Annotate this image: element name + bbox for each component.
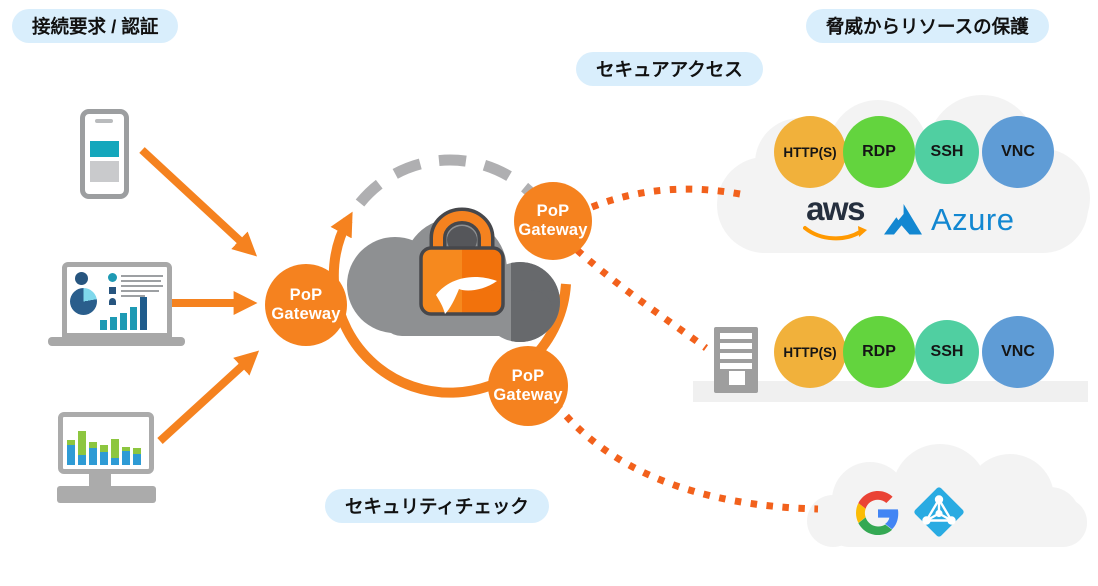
azure-logo: Azure	[884, 204, 1014, 235]
server-protocol-vnc: VNC	[982, 316, 1054, 388]
aws-logo-text: aws	[806, 190, 865, 227]
laptop-avatar-icon	[75, 272, 88, 285]
laptop-mini-icon	[109, 298, 116, 305]
cloud-protocol-rdp: RDP	[843, 116, 915, 188]
laptop-mini-icon	[108, 273, 117, 282]
server-protocol-ssh: SSH	[915, 320, 979, 384]
orange-arc-arrow	[328, 211, 353, 283]
device-arrows	[139, 147, 260, 444]
label-connection-auth-text: 接続要求 / 認証	[32, 16, 159, 37]
laptop-pie-chart-icon	[70, 288, 97, 315]
laptop-text-line	[121, 295, 145, 297]
laptop-text-line	[121, 275, 163, 277]
server-icon	[714, 327, 758, 393]
azure-logo-text: Azure	[931, 202, 1015, 237]
cloud-protocol-https: HTTP(S)	[774, 116, 846, 188]
desktop-stand	[89, 474, 111, 487]
smartphone-icon	[80, 109, 129, 199]
cloud-protocol-vnc: VNC	[982, 116, 1054, 188]
label-connection-auth: 接続要求 / 認証	[12, 9, 179, 43]
google-g-icon	[856, 491, 899, 535]
label-threat-protection: 脅威からリソースの保護	[806, 9, 1049, 43]
label-security-check-text: セキュリティチェック	[345, 496, 529, 517]
laptop-bar-chart-icon	[100, 297, 147, 330]
pop-gateway-left-line2: Gateway	[271, 305, 341, 323]
pop-gateway-bottom-line1: PoP	[511, 367, 545, 386]
label-secure-access-text: セキュアアクセス	[596, 59, 743, 80]
arrow-phone-to-gateway	[139, 147, 258, 257]
aws-smile-icon	[803, 226, 867, 241]
cloud-protocol-https-label: HTTP(S)	[783, 144, 837, 160]
swoosh-icon	[436, 277, 497, 314]
server-protocol-https-label: HTTP(S)	[783, 344, 837, 360]
cloud-protocol-rdp-label: RDP	[862, 143, 896, 160]
laptop-text-line	[121, 280, 161, 282]
label-secure-access: セキュアアクセス	[576, 52, 763, 86]
server-protocol-https: HTTP(S)	[774, 316, 846, 388]
server-shelf	[693, 381, 1088, 402]
pop-gateway-top-right-line1: PoP	[536, 202, 570, 221]
server-protocol-rdp: RDP	[843, 316, 915, 388]
desktop-bar-chart-icon	[67, 431, 141, 465]
server-slat	[720, 363, 752, 369]
padlock-icon	[419, 207, 505, 316]
server-slat	[720, 333, 752, 339]
pop-gateway-top-right: PoP Gateway	[514, 182, 592, 260]
azure-ad-icon	[914, 487, 964, 537]
arrow-desktop-to-gateway	[157, 350, 260, 444]
laptop-icon	[62, 262, 172, 338]
laptop-text-line	[121, 290, 159, 292]
secure-access-connectors	[553, 185, 819, 513]
server-door	[729, 371, 745, 385]
label-security-check: セキュリティチェック	[325, 489, 549, 523]
phone-screen-gray	[90, 161, 119, 182]
desktop-icon	[58, 412, 154, 474]
phone-screen-teal	[90, 141, 119, 157]
azure-triangle-icon	[884, 204, 922, 235]
aws-logo: aws	[800, 192, 870, 248]
server-slat	[720, 343, 752, 349]
server-slat	[720, 353, 752, 359]
pop-gateway-bottom-line2: Gateway	[493, 386, 563, 404]
phone-speaker	[95, 119, 113, 123]
pop-gateway-left-line1: PoP	[289, 286, 323, 305]
laptop-text-line	[121, 285, 163, 287]
pop-gateway-bottom: PoP Gateway	[488, 346, 568, 426]
cloud-protocol-vnc-label: VNC	[1001, 143, 1035, 160]
label-threat-protection-text: 脅威からリソースの保護	[826, 16, 1029, 37]
server-protocol-vnc-label: VNC	[1001, 343, 1035, 360]
laptop-base	[48, 337, 185, 346]
desktop-base	[57, 486, 156, 503]
cloud-protocol-ssh: SSH	[915, 120, 979, 184]
cloud-protocol-ssh-label: SSH	[930, 143, 964, 160]
pop-gateway-left: PoP Gateway	[265, 264, 347, 346]
server-protocol-ssh-label: SSH	[930, 343, 964, 360]
dotted-gateway-to-idp	[553, 401, 819, 513]
dotted-gateway-to-server	[574, 247, 709, 351]
server-protocol-rdp-label: RDP	[862, 343, 896, 360]
orange-arc	[330, 283, 571, 398]
pop-gateway-top-right-line2: Gateway	[518, 221, 588, 239]
dotted-gateway-to-cloud	[590, 185, 741, 211]
laptop-mini-icon	[109, 287, 116, 294]
